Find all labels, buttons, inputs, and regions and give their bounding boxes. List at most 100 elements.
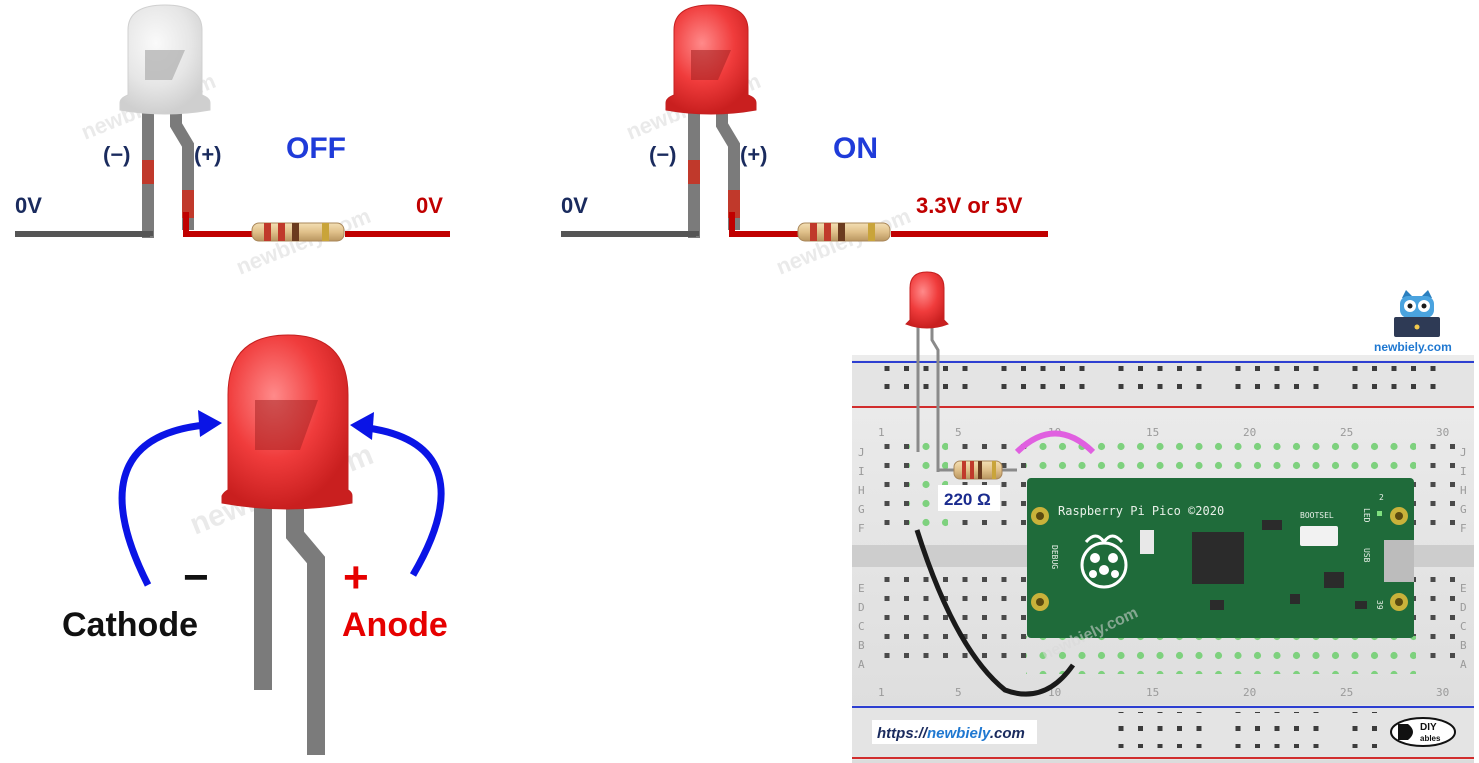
black-jumper-wire [914, 529, 1076, 697]
raspberry-pi-pico: Raspberry Pi Pico ©2020 BOOTSEL DEBUG US… [1027, 478, 1414, 664]
component [1262, 520, 1282, 530]
row-letter: H [1460, 484, 1467, 497]
row-letter: E [1460, 582, 1467, 595]
anode-label: Anode [342, 606, 448, 644]
right-voltage: 3.3V or 5V [916, 193, 1023, 218]
row-letter: E [858, 582, 865, 595]
component [1355, 601, 1367, 609]
arrow-right-icon [350, 412, 445, 577]
row-letter: G [1460, 503, 1467, 516]
row-letter: G [858, 503, 865, 516]
pico-board-name: Raspberry Pi Pico ©2020 [1058, 504, 1224, 518]
row-letter: F [1460, 522, 1467, 535]
top-rail-holes [876, 364, 1443, 400]
onboard-led-icon [1377, 511, 1382, 516]
diy-logo-line1: DIY [1420, 722, 1437, 733]
col-number: 25 [1340, 426, 1353, 439]
anode-sign: (+) [194, 142, 222, 167]
col-number: 25 [1340, 686, 1353, 699]
bootsel-label: BOOTSEL [1300, 511, 1334, 520]
component [1140, 530, 1154, 554]
resistor-icon [251, 222, 345, 242]
row-letter: I [1460, 465, 1467, 478]
url-domain: newbiely [927, 725, 991, 742]
col-number: 1 [878, 426, 885, 439]
row-letter: F [858, 522, 865, 535]
rp2040-chip [1192, 532, 1244, 584]
left-voltage: 0V [561, 193, 588, 218]
col-number: 20 [1243, 686, 1256, 699]
row-letter: C [1460, 620, 1467, 633]
row-letter: B [1460, 639, 1467, 652]
resistor-label-box [938, 485, 1000, 511]
col-number: 15 [1146, 426, 1159, 439]
row-letter: J [1460, 446, 1467, 459]
minus-sign: − [183, 553, 209, 602]
led-large-icon [221, 334, 353, 755]
right-voltage: 0V [416, 193, 443, 218]
row-letter: D [1460, 601, 1467, 614]
off-wires [15, 212, 450, 237]
bootsel-button [1300, 526, 1338, 546]
bottom-rail-holes [1110, 712, 1384, 748]
diyables-logo: DIY ables [1390, 717, 1456, 747]
debug-label: DEBUG [1050, 545, 1059, 569]
led-label: LED [1362, 508, 1371, 523]
state-label: OFF [286, 132, 346, 165]
row-letter: C [858, 620, 865, 633]
row-letters: J I H G F E D C B A J I H G F E D C B A [858, 446, 1467, 671]
svg-text:https://newbiely.com: https://newbiely.com [877, 725, 1025, 742]
component [1290, 594, 1300, 604]
row-letter: B [858, 639, 865, 652]
cathode-sign: (−) [103, 142, 131, 167]
row-letter: D [858, 601, 865, 614]
component [1210, 600, 1224, 610]
breadboard-wiring: 1 5 10 15 20 25 30 1 5 10 15 20 25 30 J … [852, 271, 1474, 763]
off-circuit: newbiely.com newbiely.com (−) (+) OFF 0V… [15, 4, 450, 280]
row-letter: I [858, 465, 865, 478]
led-breadboard-icon [905, 271, 949, 472]
raspberry-logo-icon [1080, 534, 1128, 589]
connected-holes [909, 440, 1416, 674]
state-label: ON [833, 132, 878, 165]
col-number: 1 [878, 686, 885, 699]
pin2-label: 2 [1379, 493, 1384, 502]
pin39-label: 39 [1375, 600, 1384, 610]
row-letter: A [1460, 658, 1467, 671]
usb-label: USB [1362, 548, 1371, 563]
plus-sign: + [343, 553, 369, 602]
resistor-icon [797, 222, 891, 242]
col-number: 20 [1243, 426, 1256, 439]
on-circuit: newbiely.com newbiely.com (−) (+) ON 0V … [561, 4, 1048, 280]
col-number: 30 [1436, 426, 1449, 439]
resistor-220-icon [938, 460, 1017, 480]
led-off-icon [119, 4, 211, 238]
col-number: 5 [955, 686, 962, 699]
col-number: 30 [1436, 686, 1449, 699]
site-url: https://newbiely.com [872, 720, 1037, 744]
row-letter: H [858, 484, 865, 497]
col-number: 15 [1146, 686, 1159, 699]
usb-port-icon [1384, 540, 1414, 582]
cathode-label: Cathode [62, 606, 198, 644]
col-number: 5 [955, 426, 962, 439]
component [1324, 572, 1344, 588]
arrow-left-icon [118, 410, 222, 587]
diy-logo-line2: ables [1420, 734, 1441, 743]
led-on-icon [665, 4, 757, 238]
url-suffix: .com [990, 725, 1025, 742]
resistor-label: 220 Ω [944, 490, 991, 509]
anode-sign: (+) [740, 142, 768, 167]
brand-logo-text: newbiely.com [1374, 340, 1452, 354]
row-letter: A [858, 658, 865, 671]
on-wires [561, 212, 1048, 237]
led-pinout: newbiely.com − + Cathode Anode [62, 334, 448, 755]
owl-icon [1394, 290, 1440, 337]
newbiely-logo: newbiely.com [1374, 290, 1452, 354]
url-prefix: https:// [877, 725, 929, 742]
pink-jumper-wire [1014, 430, 1096, 455]
left-voltage: 0V [15, 193, 42, 218]
cathode-sign: (−) [649, 142, 677, 167]
row-letter: J [858, 446, 865, 459]
